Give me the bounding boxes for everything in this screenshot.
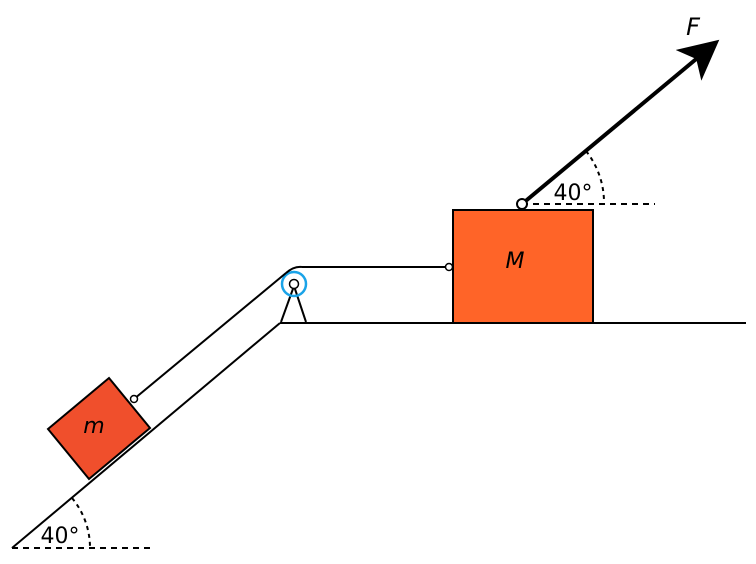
force-angle-label: 40°	[554, 181, 593, 206]
pulley-support-right	[293, 285, 307, 323]
pulley-axle	[288, 278, 300, 290]
incline-angle-arc	[71, 497, 92, 549]
rope-incline-segment	[133, 272, 287, 400]
small-block: m	[46, 376, 152, 481]
incline-surface	[11, 322, 281, 549]
rope-attach-big-block	[444, 262, 454, 272]
applied-force: 40° F	[516, 13, 720, 210]
force-arrow	[520, 39, 720, 206]
pulley-support-left	[280, 285, 295, 323]
force-label: F	[686, 13, 701, 41]
rope-attach-small-block	[129, 394, 139, 404]
small-mass-label: m	[83, 414, 104, 439]
pulley-assembly	[280, 270, 308, 323]
rope	[129, 262, 454, 404]
incline-angle-label: 40°	[41, 524, 80, 549]
rope-over-pulley	[285, 265, 303, 274]
big-block-body	[452, 209, 594, 324]
big-mass-label: M	[506, 249, 525, 274]
pulley-wheel	[280, 270, 308, 298]
small-block-body	[46, 376, 152, 481]
incline-angle: 40°	[41, 497, 92, 549]
force-application-point	[516, 198, 528, 210]
big-block: M	[452, 209, 594, 324]
